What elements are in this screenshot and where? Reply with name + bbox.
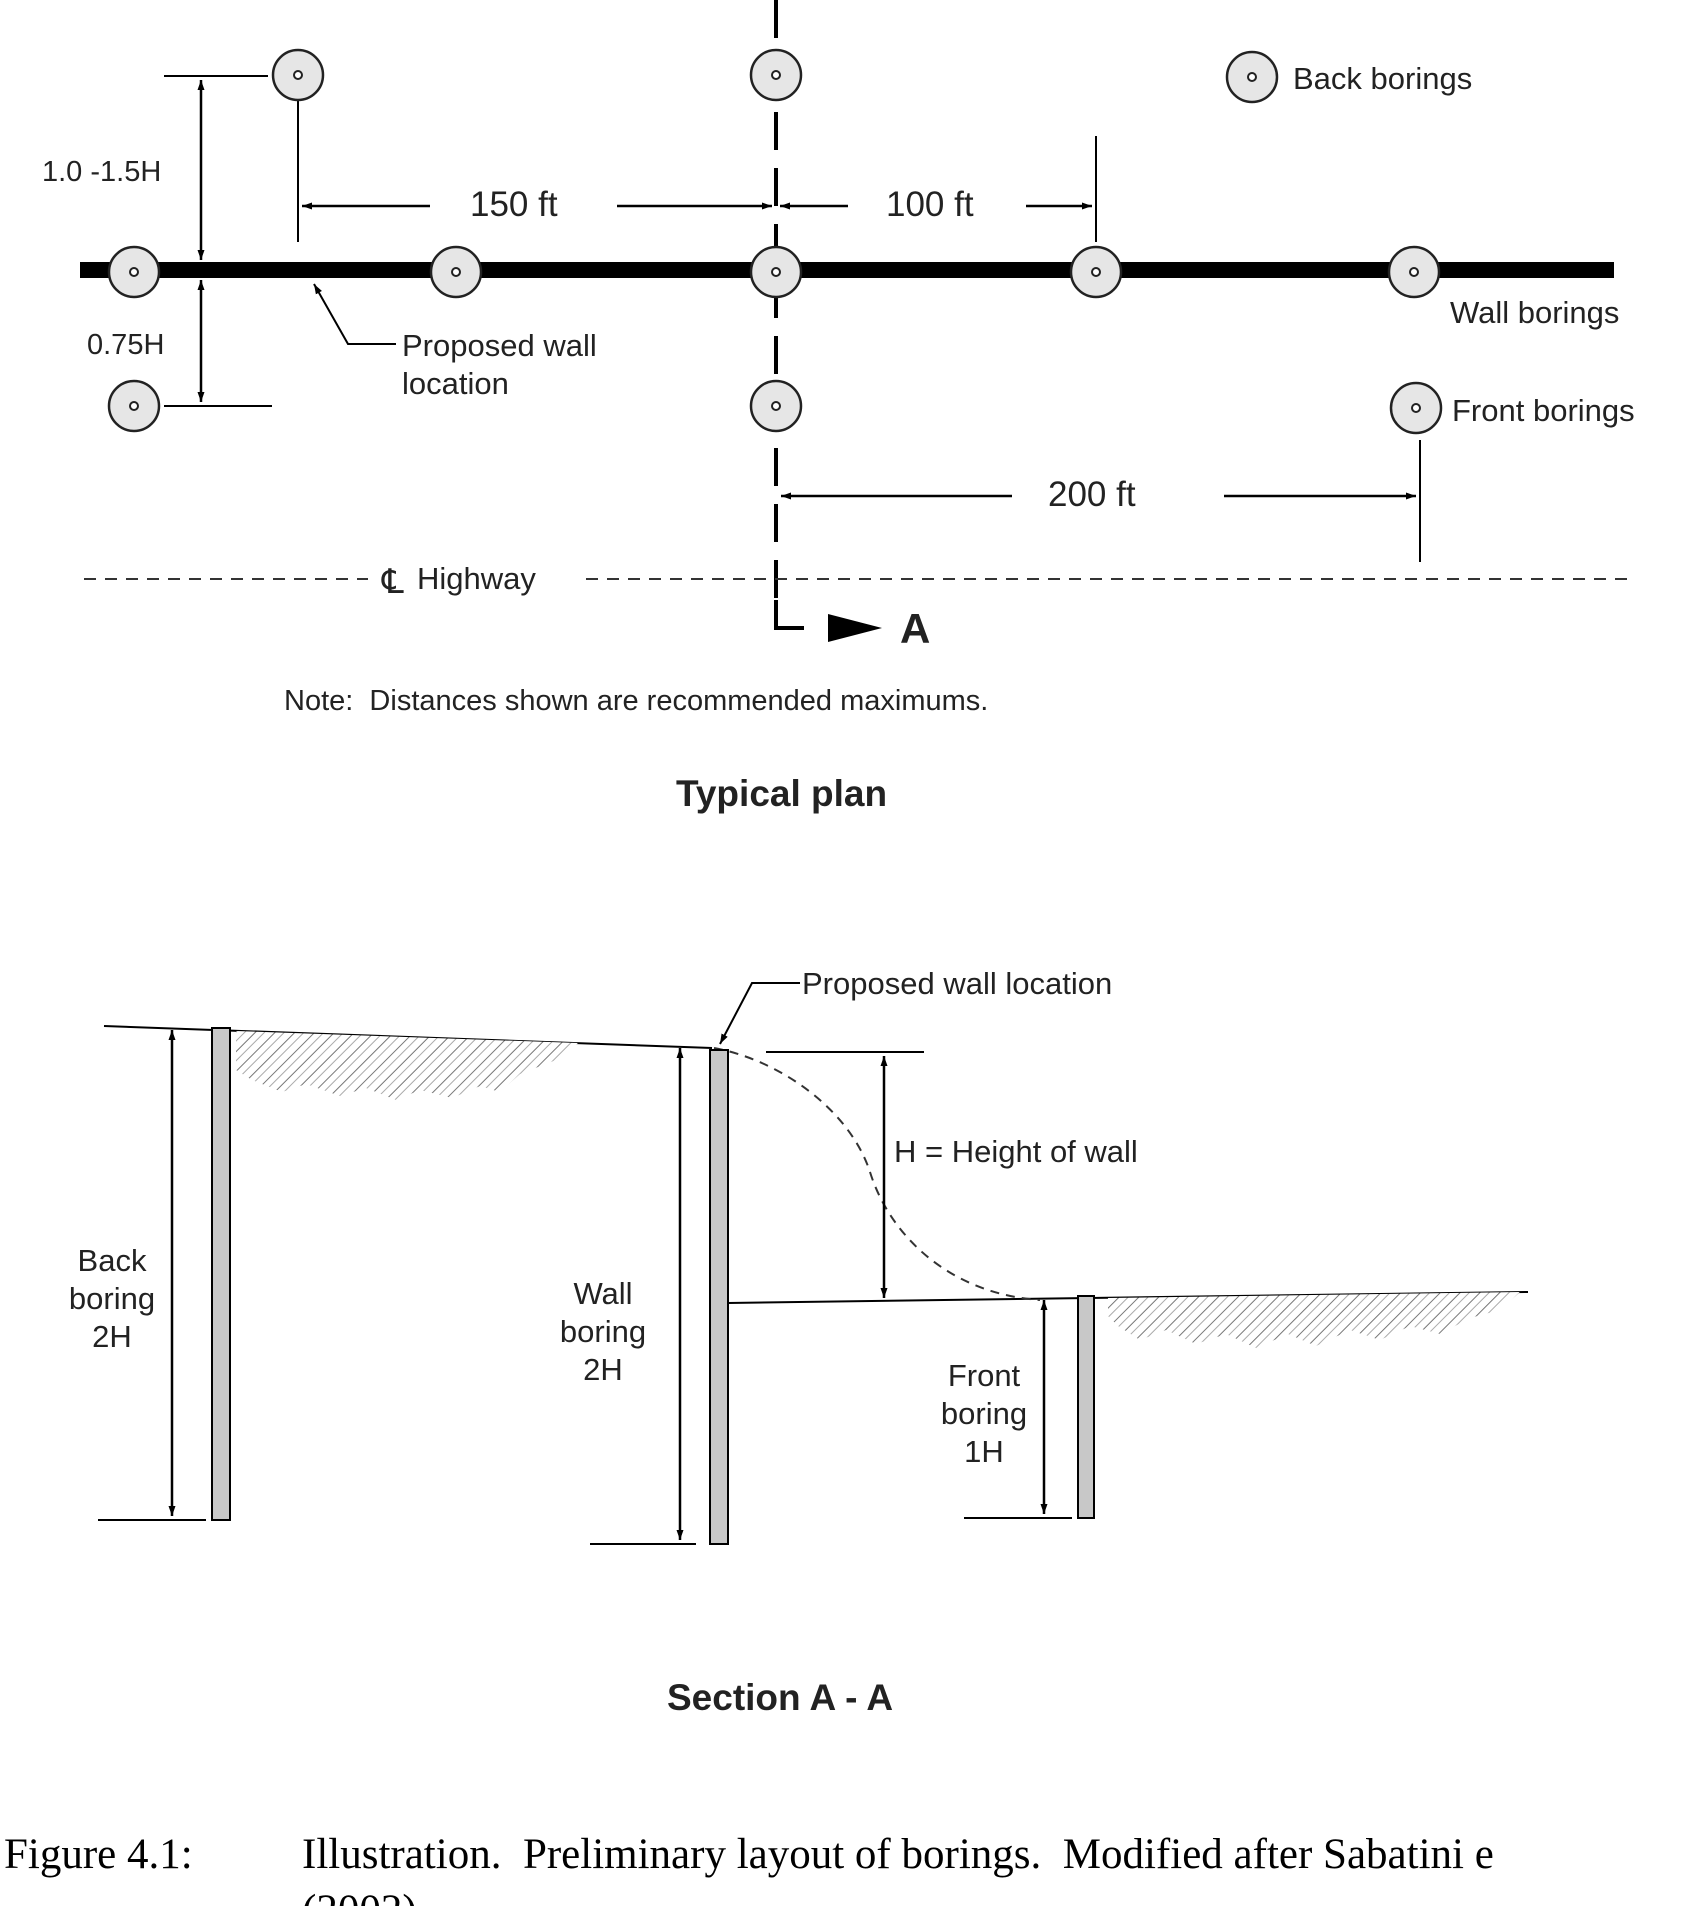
figure-caption-text: Illustration. Preliminary layout of bori… xyxy=(302,1831,1494,1878)
wall-boring-column xyxy=(709,1049,729,1545)
section-a-a: Back boring 2H Wall boring 2H Front bori… xyxy=(69,966,1529,1718)
figure-caption: Figure 4.1: Illustration. Preliminary la… xyxy=(4,1831,1494,1906)
wall-boring-label-line1: Wall xyxy=(573,1276,632,1311)
spacing-200-label: 200 ft xyxy=(1048,475,1136,514)
back-boring-column xyxy=(211,1027,231,1521)
legend-back-boring-icon xyxy=(1225,50,1279,104)
section-arrow-icon xyxy=(828,614,882,642)
front-boring-label-line3: 1H xyxy=(964,1434,1004,1469)
front-offset-label: 0.75H xyxy=(87,329,164,361)
back-boring-label-line3: 2H xyxy=(92,1319,132,1354)
front-borings-label: Front borings xyxy=(1452,393,1635,428)
wall-borings-label: Wall borings xyxy=(1450,295,1619,330)
wall-boring-label-line3: 2H xyxy=(583,1352,623,1387)
plan-title: Typical plan xyxy=(676,773,887,814)
figure-caption-continuation: (2002) xyxy=(302,1887,417,1906)
wall-boring xyxy=(429,245,483,299)
original-slope-curve xyxy=(713,1047,1041,1301)
front-boring-label-line1: Front xyxy=(948,1358,1021,1393)
back-boring-label-line2: boring xyxy=(69,1281,155,1316)
back-offset-label: 1.0 -1.5H xyxy=(42,156,161,188)
proposed-wall-label-line2: location xyxy=(402,366,509,401)
section-title: Section A - A xyxy=(667,1677,893,1718)
lower-ground-hatch xyxy=(1108,1292,1520,1348)
front-boring-label-line2: boring xyxy=(941,1396,1027,1431)
front-boring-column xyxy=(1077,1295,1095,1519)
proposed-wall-leader xyxy=(313,283,396,345)
legend-front-boring-icon xyxy=(1389,381,1443,435)
spacing-100-label: 100 ft xyxy=(886,185,974,224)
front-boring xyxy=(107,379,161,433)
front-boring xyxy=(749,379,803,433)
proposed-wall-section-leader xyxy=(719,982,800,1045)
back-boring xyxy=(749,48,803,102)
back-boring-label-line1: Back xyxy=(78,1243,147,1278)
plan-note: Note: Distances shown are recommended ma… xyxy=(284,685,988,717)
wall-boring xyxy=(107,245,161,299)
wall-height-label: H = Height of wall xyxy=(894,1134,1138,1169)
proposed-wall-section-label: Proposed wall location xyxy=(802,966,1112,1001)
section-marker-label: A xyxy=(900,605,930,652)
upper-ground-hatch xyxy=(236,1031,578,1100)
back-boring xyxy=(271,48,325,102)
proposed-wall-label-line1: Proposed wall xyxy=(402,328,597,363)
wall-boring-label-line2: boring xyxy=(560,1314,646,1349)
highway-label: Highway xyxy=(417,561,536,596)
figure-number: Figure 4.1: xyxy=(4,1831,193,1878)
back-borings-label: Back borings xyxy=(1293,61,1472,96)
wall-boring xyxy=(1387,245,1441,299)
typical-plan: A ℄ Highway 1.0 -1.5H 0.75H 150 ft 100 f… xyxy=(42,0,1636,814)
upper-ground-line xyxy=(103,1025,713,1049)
section-cut-foot xyxy=(774,600,804,630)
centerline-symbol: ℄ xyxy=(381,563,404,601)
wall-boring xyxy=(1069,245,1123,299)
wall-boring xyxy=(749,245,803,299)
spacing-150-label: 150 ft xyxy=(470,185,558,224)
